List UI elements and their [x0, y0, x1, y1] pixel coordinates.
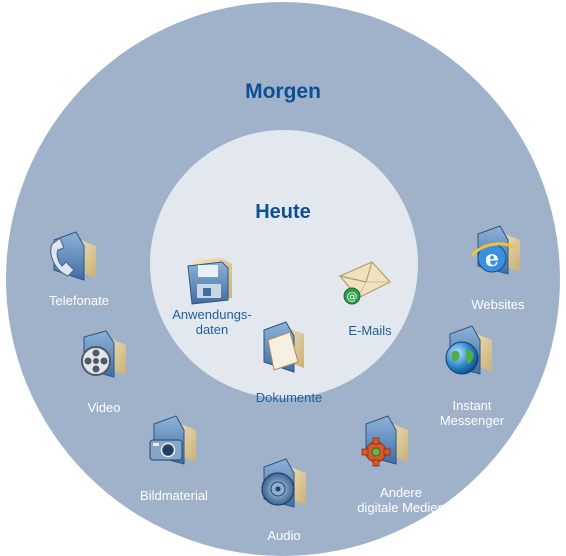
speaker-icon: [254, 455, 312, 513]
label-phone-calls: Telefonate: [49, 293, 109, 308]
label-documents: Dokumente: [255, 390, 323, 405]
telephone-icon: [44, 226, 102, 284]
internet-explorer-icon: e: [468, 222, 526, 280]
label-websites: Websites: [471, 297, 525, 312]
outer-circle-title: Morgen: [245, 80, 321, 103]
label-image-material: Bildmaterial: [140, 488, 208, 503]
label-audio: Audio: [267, 528, 301, 543]
document-folder-icon: [256, 318, 314, 376]
camera-icon: [144, 412, 202, 470]
gear-icon: [356, 412, 414, 470]
label-emails: E-Mails: [348, 323, 392, 338]
inner-circle-title: Heute: [255, 201, 311, 223]
label-application-data: Anwendungs-daten: [172, 307, 252, 337]
film-reel-icon: [74, 325, 132, 383]
svg-text:@: @: [347, 290, 358, 303]
floppy-disk-icon: [182, 250, 240, 308]
envelope-icon: @: [336, 252, 394, 310]
label-video: Video: [87, 400, 121, 415]
globe-icon: [440, 322, 498, 380]
svg-text:e: e: [485, 246, 499, 272]
